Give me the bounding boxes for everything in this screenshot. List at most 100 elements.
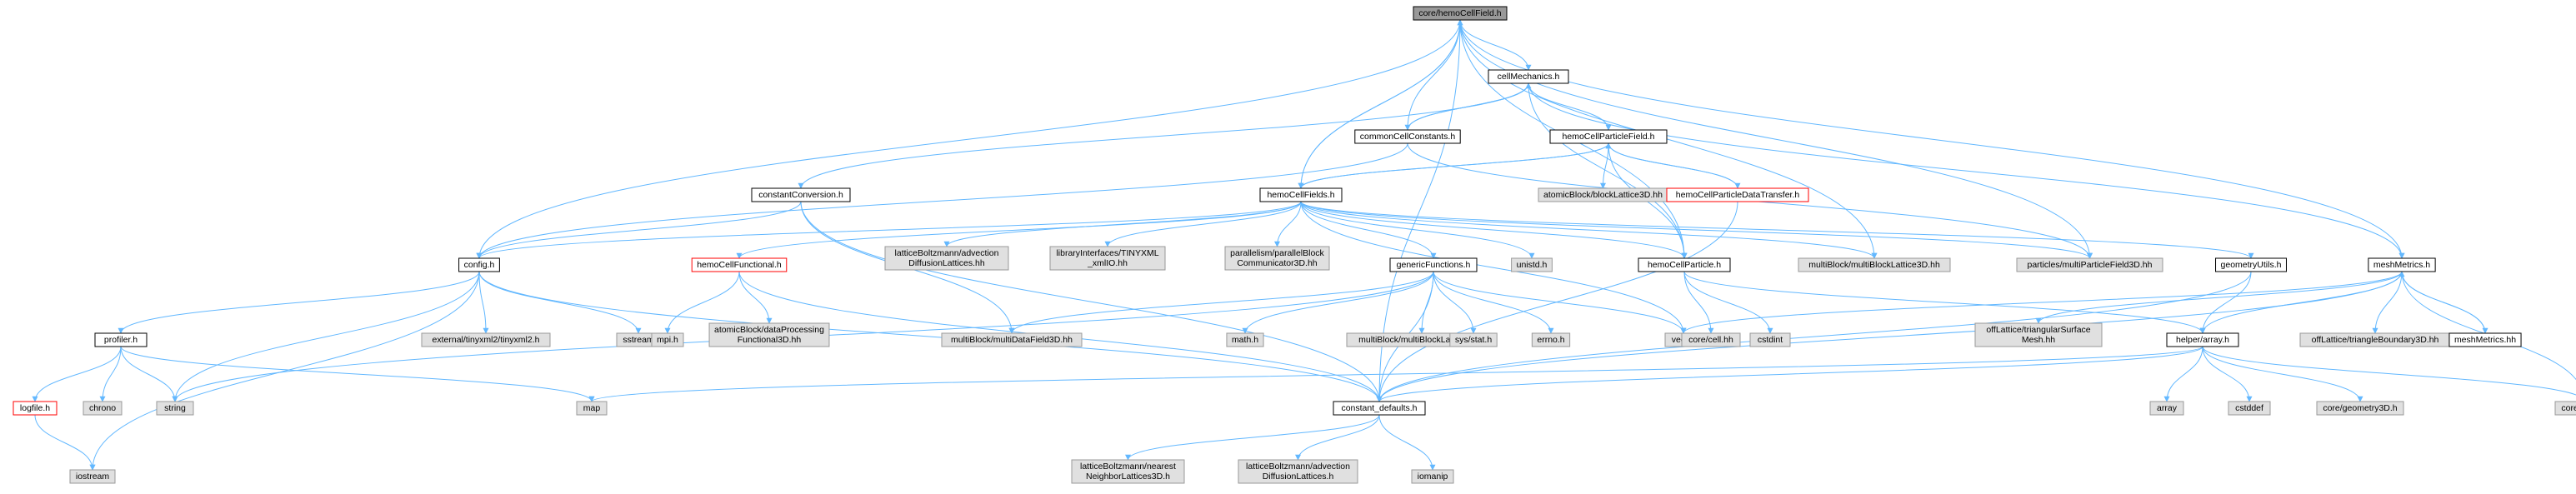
node-box[interactable]: [2016, 257, 2163, 272]
node-atomicBlockLattice3D[interactable]: atomicBlock/blockLattice3D.hh: [1538, 187, 1668, 202]
node-box[interactable]: [69, 469, 116, 484]
node-coreGeometry[interactable]: core/geometry3D.h: [2316, 401, 2404, 416]
node-box[interactable]: [2368, 257, 2436, 272]
node-string[interactable]: string: [156, 401, 194, 416]
node-box[interactable]: [2166, 332, 2239, 347]
node-meshMetricsH[interactable]: meshMetrics.h: [2368, 257, 2436, 272]
node-helperArray[interactable]: helper/array.h: [2166, 332, 2239, 347]
node-box[interactable]: [691, 257, 788, 272]
node-box[interactable]: [708, 322, 830, 347]
node-array[interactable]: array: [2149, 401, 2184, 416]
node-box[interactable]: [1226, 332, 1264, 347]
node-box[interactable]: [1389, 257, 1478, 272]
node-sysStat[interactable]: sys/stat.h: [1449, 332, 1498, 347]
node-box[interactable]: [1049, 246, 1166, 271]
node-constantConversion[interactable]: constantConversion.h: [751, 187, 851, 202]
node-map[interactable]: map: [576, 401, 608, 416]
node-profiler[interactable]: profiler.h: [94, 332, 148, 347]
node-cellMechanics[interactable]: cellMechanics.h: [1488, 69, 1569, 84]
node-cstddef[interactable]: cstddef: [2228, 401, 2271, 416]
node-box[interactable]: [1071, 459, 1185, 484]
node-box[interactable]: [576, 401, 608, 416]
node-mpi[interactable]: mpi.h: [651, 332, 684, 347]
node-config[interactable]: config.h: [458, 257, 500, 272]
node-mathH[interactable]: math.h: [1226, 332, 1264, 347]
node-chrono[interactable]: chrono: [83, 401, 123, 416]
node-box[interactable]: [156, 401, 194, 416]
node-box[interactable]: [1259, 187, 1343, 202]
node-coreArray[interactable]: core/array.h: [2554, 401, 2576, 416]
node-box[interactable]: [884, 246, 1009, 271]
node-box[interactable]: [1411, 469, 1454, 484]
node-box[interactable]: [1549, 129, 1668, 144]
node-hemoCellFields[interactable]: hemoCellFields.h: [1259, 187, 1343, 202]
node-parallelBlockCommunicator[interactable]: parallelism/parallelBlockCommunicator3D.…: [1224, 246, 1330, 271]
node-hemoCellField[interactable]: core/hemoCellField.h: [1413, 6, 1508, 21]
edge-profiler-to-logfile: [32, 346, 122, 402]
node-box[interactable]: [1638, 257, 1731, 272]
node-multiDataField[interactable]: multiBlock/multiDataField3D.hh: [941, 332, 1083, 347]
node-box[interactable]: [2448, 332, 2522, 347]
node-box[interactable]: [1531, 332, 1571, 347]
node-hemoCellParticleField[interactable]: hemoCellParticleField.h: [1549, 129, 1668, 144]
node-label: constant_defaults.h: [1341, 403, 1417, 413]
node-triangleBoundary[interactable]: offLattice/triangleBoundary3D.hh: [2299, 332, 2451, 347]
node-logfile[interactable]: logfile.h: [13, 401, 58, 416]
node-box[interactable]: [2228, 401, 2271, 416]
node-box[interactable]: [13, 401, 58, 416]
node-commonCellConstants[interactable]: commonCellConstants.h: [1354, 129, 1461, 144]
node-constantDefaults[interactable]: constant_defaults.h: [1333, 401, 1426, 416]
node-box[interactable]: [2554, 401, 2576, 416]
node-unistd[interactable]: unistd.h: [1511, 257, 1553, 272]
node-nearestNeighbor[interactable]: latticeBoltzmann/nearestNeighborLattices…: [1071, 459, 1185, 484]
node-tinyxml2[interactable]: external/tinyxml2/tinyxml2.h: [421, 332, 551, 347]
node-box[interactable]: [751, 187, 851, 202]
edge-genericFunctions-to-sysStat: [1433, 271, 1477, 334]
node-box[interactable]: [1238, 459, 1358, 484]
node-dataProcessingFunctional[interactable]: atomicBlock/dataProcessingFunctional3D.h…: [708, 322, 830, 347]
node-box[interactable]: [83, 401, 123, 416]
node-label: multiBlock/multiDataField3D.hh: [951, 335, 1073, 345]
node-meshMetricsHH[interactable]: meshMetrics.hh: [2448, 332, 2522, 347]
node-box[interactable]: [1798, 257, 1951, 272]
node-multiBlockLatticeHH[interactable]: multiBlock/multiBlockLattice3D.hh: [1798, 257, 1951, 272]
node-hemoCellParticleDataTransfer[interactable]: hemoCellParticleDataTransfer.h: [1666, 187, 1809, 202]
node-box[interactable]: [2316, 401, 2404, 416]
node-genericFunctions[interactable]: genericFunctions.h: [1389, 257, 1478, 272]
node-multiParticleField[interactable]: particles/multiParticleField3D.hh: [2016, 257, 2163, 272]
node-label: latticeBoltzmann/advection: [895, 248, 999, 258]
node-box[interactable]: [1974, 322, 2103, 347]
node-box[interactable]: [1666, 187, 1809, 202]
node-label: latticeBoltzmann/nearest: [1080, 462, 1176, 472]
edge-hemoCellField-to-constantDefaults: [1376, 19, 1461, 402]
node-box[interactable]: [2215, 257, 2287, 272]
node-box[interactable]: [1333, 401, 1426, 416]
node-box[interactable]: [2149, 401, 2184, 416]
node-box[interactable]: [1354, 129, 1461, 144]
node-hemoCellFunctional[interactable]: hemoCellFunctional.h: [691, 257, 788, 272]
node-box[interactable]: [458, 257, 500, 272]
node-sstream[interactable]: sstream: [616, 332, 661, 347]
node-advectionDiffusionLattices2[interactable]: latticeBoltzmann/advectionDiffusionLatti…: [1238, 459, 1358, 484]
node-iomanip[interactable]: iomanip: [1411, 469, 1454, 484]
node-box[interactable]: [1488, 69, 1569, 84]
node-tinyxmlIO[interactable]: libraryInterfaces/TINYXML_xmlIO.hh: [1049, 246, 1166, 271]
node-box[interactable]: [94, 332, 148, 347]
node-box[interactable]: [651, 332, 684, 347]
node-advectionDiffusionLattices1[interactable]: latticeBoltzmann/advectionDiffusionLatti…: [884, 246, 1009, 271]
node-geometryUtils[interactable]: geometryUtils.h: [2215, 257, 2287, 272]
node-box[interactable]: [1449, 332, 1498, 347]
node-box[interactable]: [1224, 246, 1330, 271]
node-box[interactable]: [1681, 332, 1741, 347]
node-box[interactable]: [1413, 6, 1508, 21]
node-box[interactable]: [421, 332, 551, 347]
node-cstdint[interactable]: cstdint: [1749, 332, 1791, 347]
node-box[interactable]: [1749, 332, 1791, 347]
node-box[interactable]: [1511, 257, 1553, 272]
node-box[interactable]: [941, 332, 1083, 347]
node-hemoCellParticle[interactable]: hemoCellParticle.h: [1638, 257, 1731, 272]
node-coreCell[interactable]: core/cell.hh: [1681, 332, 1741, 347]
node-iostream[interactable]: iostream: [69, 469, 116, 484]
node-errno[interactable]: errno.h: [1531, 332, 1571, 347]
